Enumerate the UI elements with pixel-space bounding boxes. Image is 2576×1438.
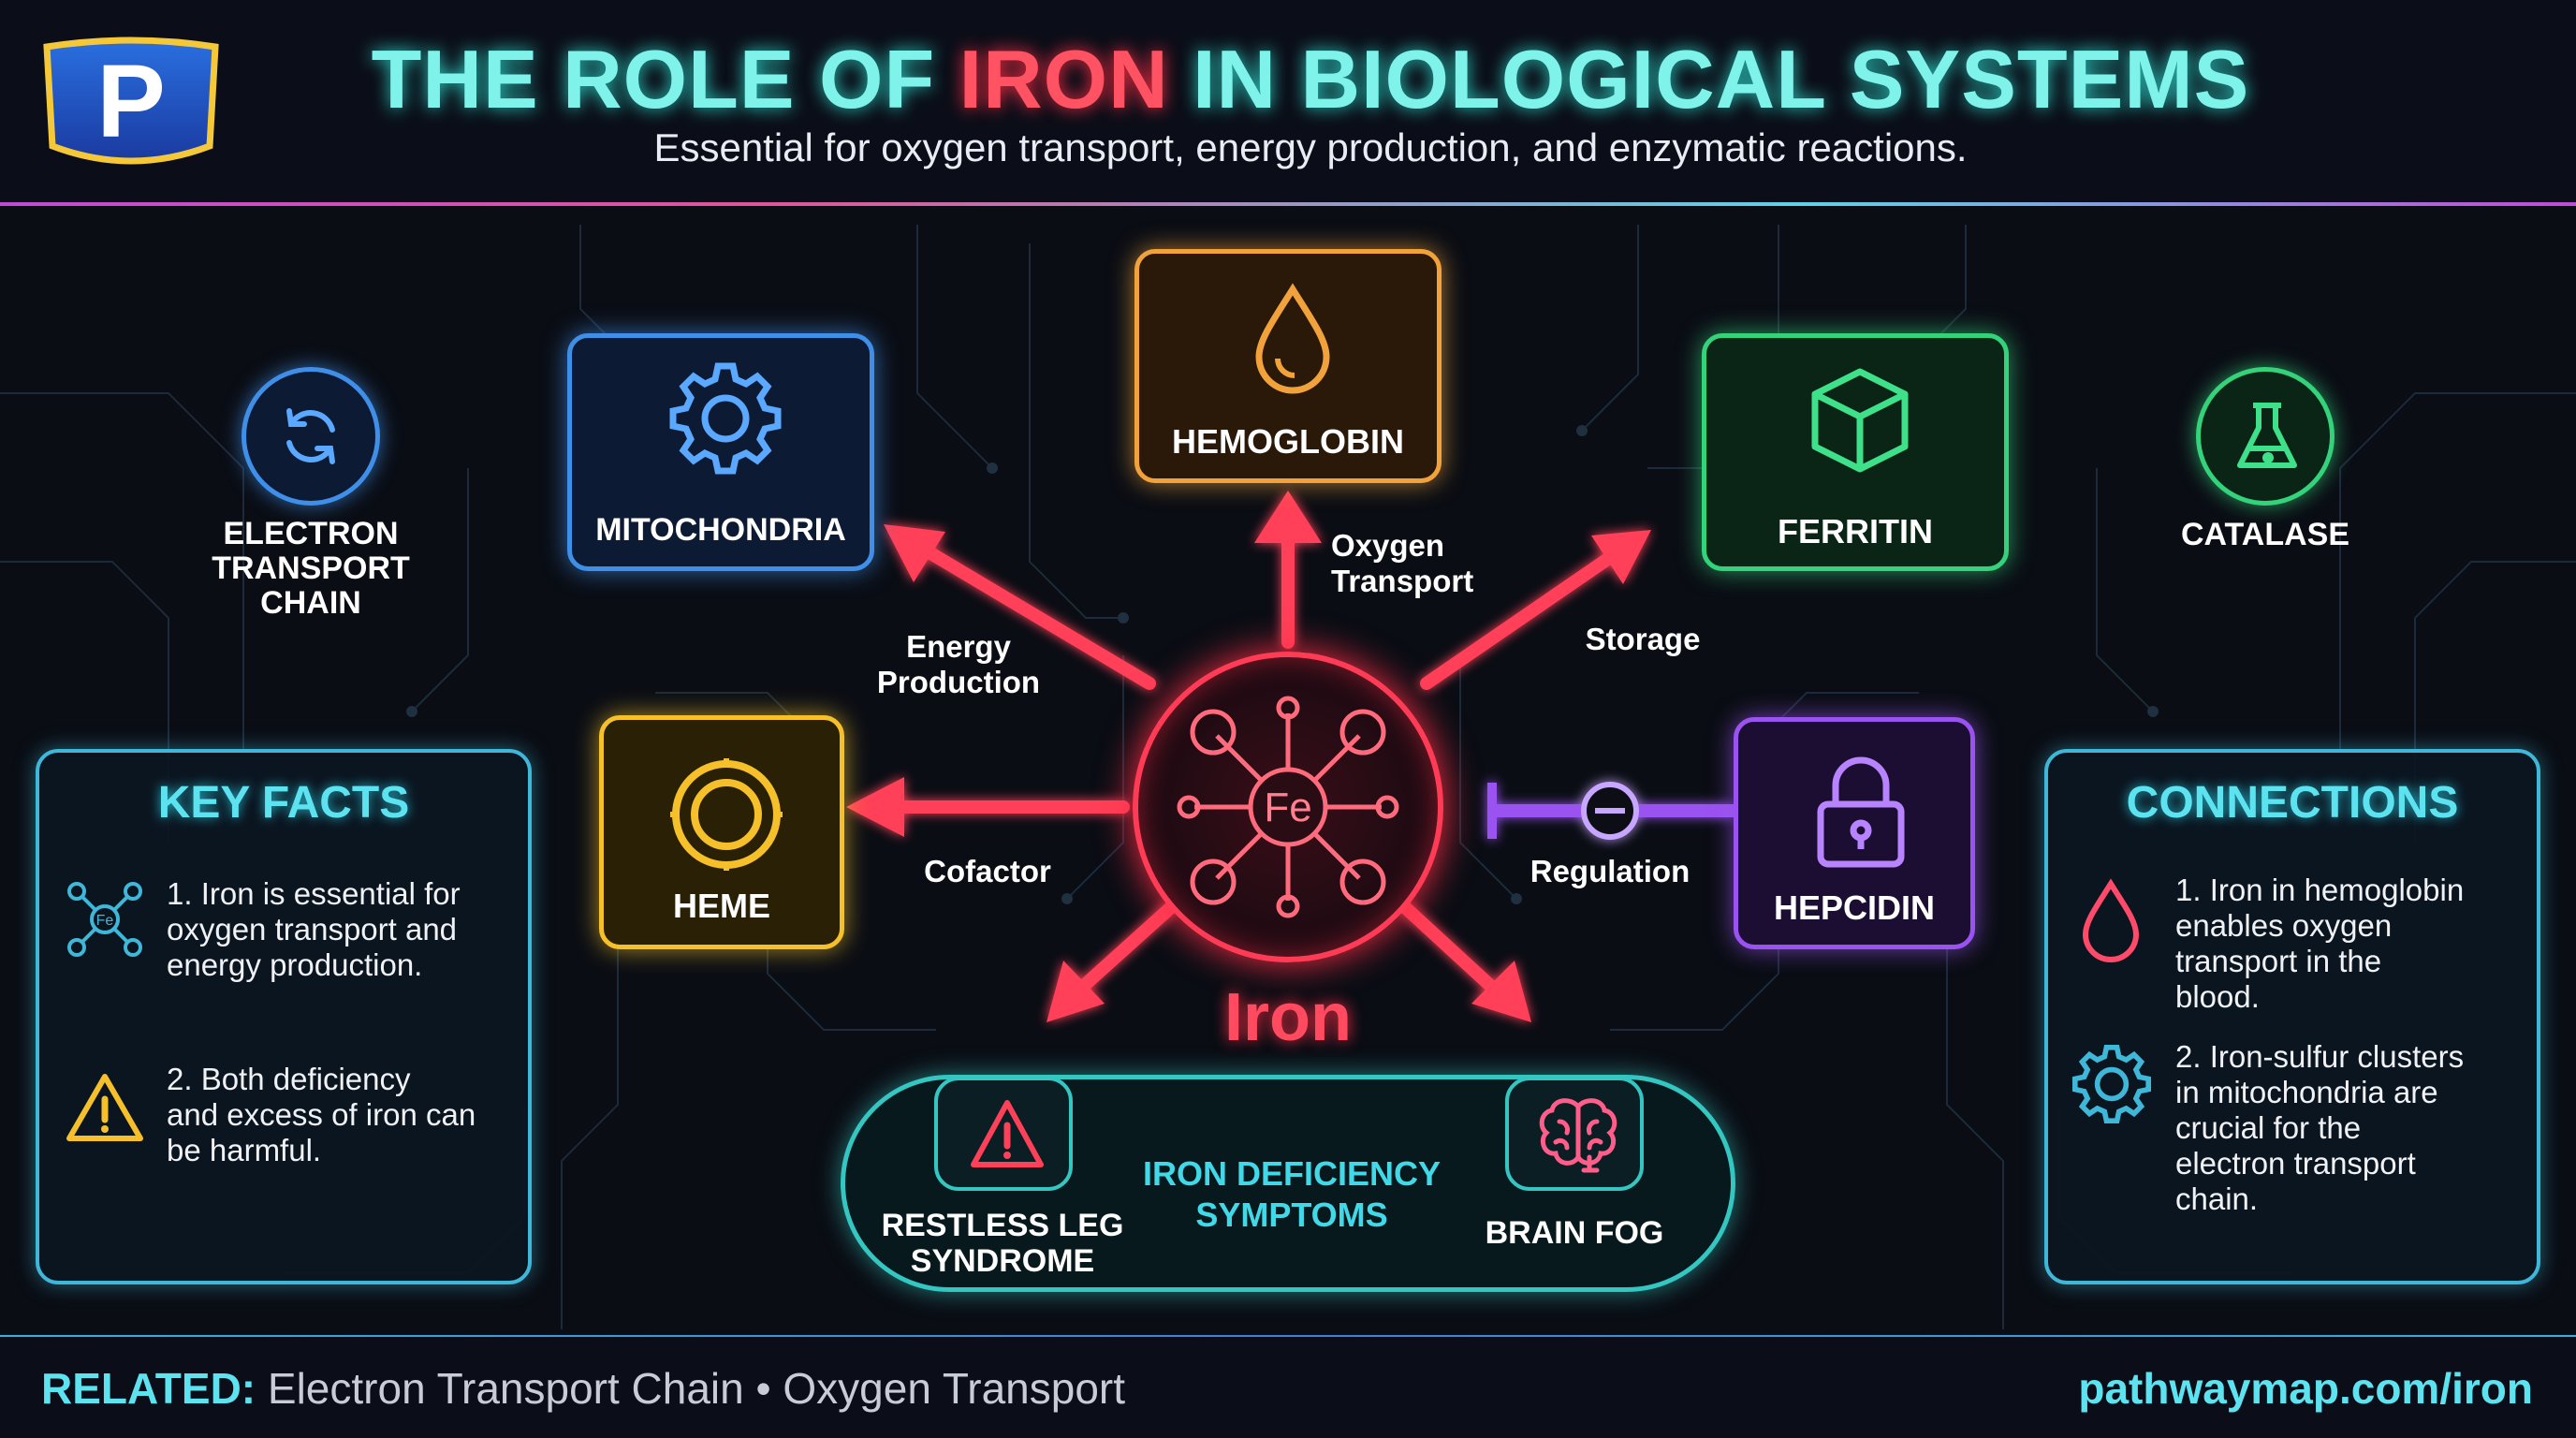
page-title: THE ROLE OF IRON IN BIOLOGICAL SYSTEMS (371, 33, 2250, 125)
warning-icon (971, 1100, 1044, 1167)
svg-text:Fe: Fe (96, 913, 114, 929)
warning-icon (66, 1074, 143, 1141)
electron-transport-label: ELECTRON TRANSPORT CHAIN (212, 516, 410, 621)
edge-label-cofactor: Cofactor (924, 854, 1051, 888)
brain-fog-node[interactable] (1505, 1077, 1644, 1191)
logo-letter: P (96, 44, 165, 159)
edge-label-storage: Storage (1585, 622, 1701, 656)
mitochondria-label: MITOCHONDRIA (595, 512, 846, 548)
logo: P (43, 37, 219, 165)
drop-icon (2082, 878, 2140, 962)
arrow-symptom-left (1070, 902, 1177, 999)
mitochondria-node[interactable]: MITOCHONDRIA (567, 333, 874, 571)
hepcidin-label: HEPCIDIN (1773, 888, 1936, 927)
arrow-symptom-right (1399, 902, 1504, 999)
related-text[interactable]: Electron Transport Chain • Oxygen Transp… (256, 1364, 1125, 1413)
restless-leg-node[interactable] (934, 1077, 1073, 1191)
arrow-storage (1420, 550, 1618, 690)
iron-symbol: Fe (1264, 785, 1312, 830)
site-url-link[interactable]: pathwaymap.com/iron (2078, 1364, 2533, 1413)
gear-icon (2072, 1045, 2151, 1123)
heme-label: HEME (672, 887, 770, 925)
page-subtitle: Essential for oxygen transport, energy p… (653, 125, 1968, 169)
iron-molecule-icon (1177, 696, 1399, 918)
brain-icon (1539, 1098, 1617, 1173)
electron-transport-node[interactable] (242, 367, 380, 506)
drop-icon (1255, 283, 1330, 394)
symptoms-title: IRON DEFICIENCY SYMPTOMS (1142, 1154, 1442, 1234)
header (0, 0, 2576, 204)
hemoglobin-node[interactable]: HEMOGLOBIN (1134, 249, 1442, 483)
lock-icon (1817, 756, 1905, 868)
hemoglobin-label: HEMOGLOBIN (1172, 422, 1404, 461)
related-links: RELATED: Electron Transport Chain • Oxyg… (41, 1363, 1125, 1414)
catalase-node[interactable] (2196, 367, 2334, 506)
cube-icon (1811, 368, 1909, 473)
cycle-icon (286, 408, 335, 464)
heme-node[interactable]: HEME (599, 715, 844, 949)
connections-title: CONNECTIONS (2126, 778, 2459, 828)
edge-label-regulation: Regulation (1530, 854, 1690, 888)
key-facts-title: KEY FACTS (157, 778, 410, 828)
related-label: RELATED: (41, 1364, 256, 1413)
iron-label: Iron (1224, 980, 1352, 1055)
gear-icon (669, 362, 782, 475)
ferritin-node[interactable]: FERRITIN (1702, 333, 2009, 571)
regulation-inhibitor (1487, 782, 1734, 840)
catalase-label: CATALASE (2180, 517, 2350, 552)
ring-icon (670, 758, 783, 871)
hepcidin-node[interactable]: HEPCIDIN (1734, 717, 1975, 949)
molecule-icon: Fe (67, 882, 142, 957)
restless-leg-label: RESTLESS LEG SYNDROME (881, 1208, 1124, 1279)
flask-icon (2237, 403, 2297, 468)
arrow-energy-production (916, 542, 1156, 690)
brain-fog-label: BRAIN FOG (1485, 1215, 1664, 1251)
ferritin-label: FERRITIN (1778, 512, 1933, 550)
header-divider (0, 202, 2576, 206)
footer (0, 1337, 2576, 1438)
